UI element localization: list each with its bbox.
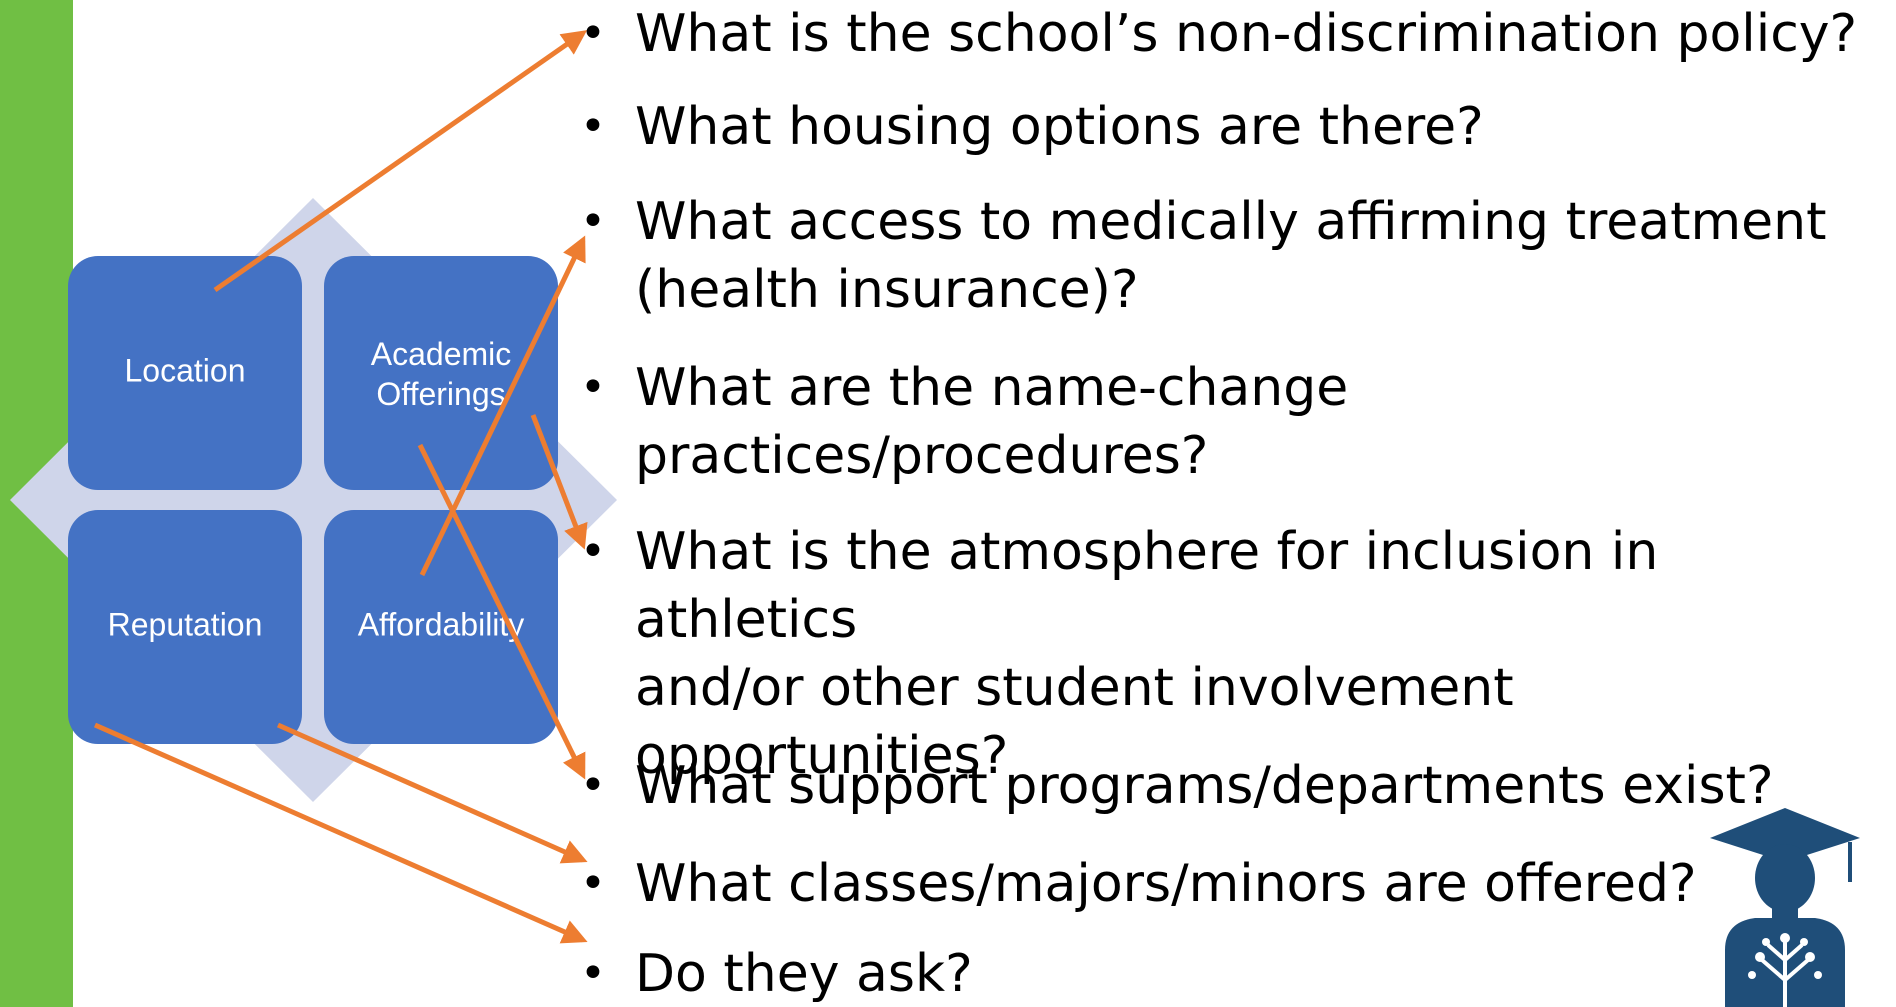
graduate-tree-icon bbox=[1710, 808, 1860, 1007]
tile-affordability-label: Affordability bbox=[358, 606, 525, 642]
question-text: What is the school’s non-discrimination … bbox=[635, 4, 1858, 64]
arrow-location-to-nondiscrimination bbox=[213, 30, 588, 293]
bullet-dot: • bbox=[580, 362, 606, 413]
question-item: • What are the name-change practices/pro… bbox=[580, 354, 1880, 490]
question-item: • What housing options are there? bbox=[580, 93, 1880, 161]
tile-reputation: Reputation bbox=[68, 510, 302, 744]
question-item: • What access to medically affirming tre… bbox=[580, 188, 1880, 324]
arrow-reputation-to-classes bbox=[276, 722, 588, 864]
bullet-dot: • bbox=[580, 526, 606, 577]
question-text: What support programs/departments exist? bbox=[635, 756, 1774, 816]
arrow-reputation-to-do-they-ask bbox=[93, 722, 588, 944]
question-text: What classes/majors/minors are offered? bbox=[635, 854, 1697, 914]
question-text: What access to medically affirming treat… bbox=[635, 192, 1827, 320]
arrow-academic-to-athletics bbox=[530, 414, 588, 550]
tile-location: Location bbox=[68, 256, 302, 490]
bullet-dot: • bbox=[580, 196, 606, 247]
question-text: What is the atmosphere for inclusion in … bbox=[635, 522, 1659, 786]
question-item: • What is the school’s non-discriminatio… bbox=[580, 0, 1880, 68]
tile-reputation-label: Reputation bbox=[108, 606, 263, 642]
question-item: • What is the atmosphere for inclusion i… bbox=[580, 518, 1880, 790]
question-item: • What support programs/departments exis… bbox=[580, 752, 1880, 820]
tile-affordability: Affordability bbox=[324, 510, 558, 744]
bullet-dot: • bbox=[580, 948, 606, 999]
bullet-dot: • bbox=[580, 8, 606, 59]
bullet-dot: • bbox=[580, 858, 606, 909]
tile-location-label: Location bbox=[125, 352, 246, 388]
bullet-dot: • bbox=[580, 760, 606, 811]
question-text: What housing options are there? bbox=[635, 97, 1484, 157]
question-text: Do they ask? bbox=[635, 944, 973, 1004]
bullet-dot: • bbox=[580, 101, 606, 152]
question-text: What are the name-change practices/proce… bbox=[635, 358, 1349, 486]
connector-arrows bbox=[93, 30, 588, 944]
question-item: • What classes/majors/minors are offered… bbox=[580, 850, 1880, 918]
question-item: • Do they ask? bbox=[580, 940, 1880, 1007]
arrow-affordability-to-health-insurance bbox=[419, 235, 586, 577]
arrow-academic-to-support-programs bbox=[417, 443, 586, 780]
